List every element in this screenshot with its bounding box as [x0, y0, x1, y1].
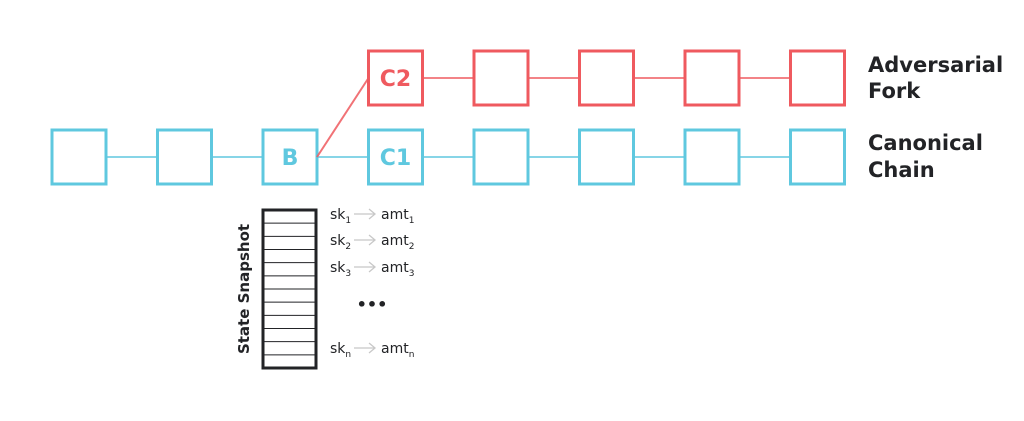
state-entry-value: amtn	[381, 341, 414, 360]
canonical-block	[50, 128, 108, 186]
canonical-block	[367, 128, 424, 186]
canonical-block-label: B	[282, 146, 299, 171]
canonical-chain-label-line2: Chain	[868, 158, 935, 182]
mapping-arrowhead-icon	[368, 342, 377, 354]
mapping-arrowhead-icon	[368, 208, 377, 220]
canonical-chain-label-line1: Canonical	[868, 131, 983, 155]
state-snapshot-title: State Snapshot	[235, 224, 253, 354]
adversarial-block	[683, 49, 741, 107]
fork-link	[316, 77, 370, 158]
ellipsis: •••	[357, 295, 388, 314]
canonical-block	[156, 128, 213, 186]
mapping-arrowhead-icon	[368, 261, 377, 273]
canonical-block	[578, 128, 635, 186]
state-entry-key: sk1	[330, 207, 351, 226]
canonical-block-label: C1	[380, 146, 411, 171]
state-entry-key: sk3	[330, 260, 351, 279]
mapping-arrowhead-icon	[368, 234, 377, 246]
state-entry-value: amt1	[381, 207, 414, 226]
state-entry-key: sk2	[330, 233, 351, 252]
adversarial-block	[789, 49, 846, 107]
adversarial-block	[578, 49, 635, 107]
canonical-block	[472, 128, 530, 186]
adversarial-block	[367, 49, 424, 107]
adversarial-block-label: C2	[380, 67, 411, 92]
adversarial-block	[472, 49, 530, 107]
adversarial-fork-label-line2: Fork	[868, 79, 921, 103]
state-entry-value: amt2	[381, 233, 414, 252]
canonical-block	[683, 128, 741, 186]
canonical-block	[261, 128, 319, 186]
state-entry-key: skn	[330, 341, 351, 360]
canonical-block	[789, 128, 846, 186]
state-entry-value: amt3	[381, 260, 414, 279]
adversarial-fork-label-line1: Adversarial	[868, 53, 1003, 77]
